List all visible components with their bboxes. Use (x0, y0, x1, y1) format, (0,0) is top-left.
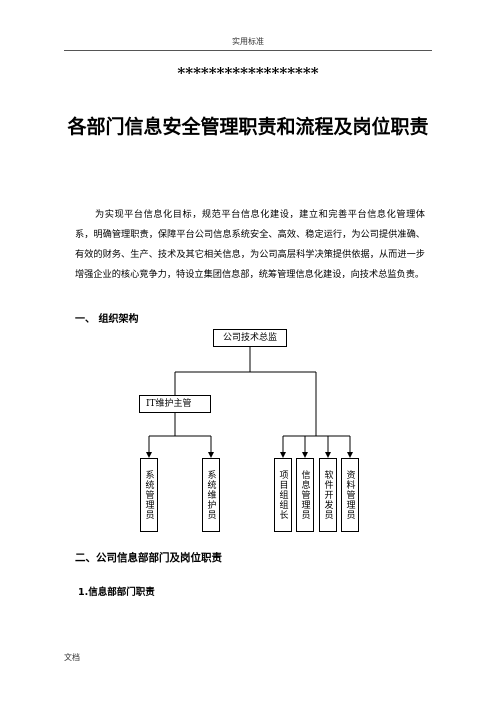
star-line: ****************** (177, 64, 319, 82)
org-box-info-manager: 信息管理员 (296, 458, 314, 532)
org-box-records-manager: 资料管理员 (341, 458, 359, 532)
header-divider (64, 50, 432, 51)
intro-paragraph: 为实现平台信息化目标，规范平台信息化建设，建立和完善平台信息化管理体系，明确管理… (75, 209, 425, 280)
org-box-tech-director: 公司技术总监 (213, 329, 287, 347)
org-box-it-supervisor: IT维护主管 (139, 395, 211, 413)
page-header: 实用标准 (232, 37, 264, 46)
page-footer: 文档 (64, 653, 80, 662)
org-box-project-lead: 项目组组长 (274, 458, 292, 532)
org-box-system-admin: 系统管理员 (140, 458, 158, 532)
section-duties-heading: 二、公司信息部部门及岗位职责 (75, 552, 222, 564)
document-title: 各部门信息安全管理职责和流程及岗位职责 (67, 116, 429, 138)
org-box-software-developer: 软件开发员 (319, 458, 337, 532)
subsection-dept-duties-heading: 1.信息部部门职责 (78, 587, 155, 598)
section-org-heading: 一、 组织架构 (75, 314, 139, 325)
org-box-system-maintainer: 系统维护员 (202, 458, 220, 532)
